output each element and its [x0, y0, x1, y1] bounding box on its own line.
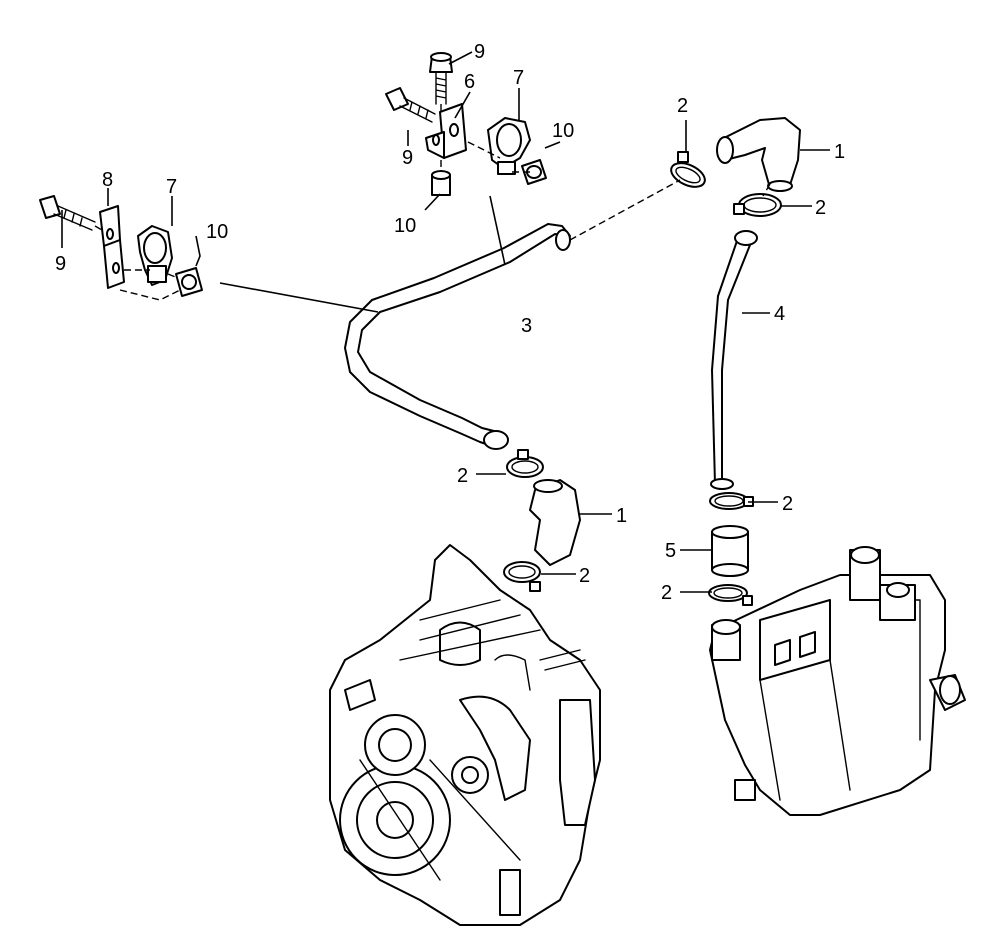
callout-clamp-lower-mid: 2 [579, 565, 590, 587]
callout-clamp-upper-right: 2 [815, 197, 826, 219]
callout-hose-center: 1 [616, 505, 627, 527]
pipe-3 [344, 223, 571, 450]
hose-1-upper [716, 117, 801, 192]
clamp-right-a [709, 492, 754, 510]
bracket-8 [99, 205, 125, 289]
leader-lines [61, 51, 830, 593]
bolt-9-top-b [385, 87, 436, 123]
callout-bracket-top: 6 [464, 71, 475, 93]
left-bracket-assembly [39, 195, 203, 301]
callout-hose-top-right: 1 [834, 141, 845, 163]
engine-block [329, 544, 601, 926]
bolt-9-top-a [429, 52, 453, 105]
callout-pipe-main: 3 [521, 315, 532, 337]
callout-pipe-vertical: 4 [774, 303, 785, 325]
sleeve-5 [711, 525, 749, 577]
nut-10-top-b [521, 159, 547, 185]
callout-bolt-top-b: 9 [402, 147, 413, 169]
bracket-6 [425, 103, 467, 159]
top-bracket-assembly [385, 52, 547, 196]
intercooler-unit [709, 546, 966, 816]
callout-bolt-top-a: 9 [474, 41, 485, 63]
clamp-upper-right [733, 193, 782, 217]
clip-7-left [137, 225, 173, 286]
clamp-right-b [708, 584, 753, 606]
callout-clamp-mid-left: 2 [457, 465, 468, 487]
callout-sleeve: 5 [665, 540, 676, 562]
callout-clamp-right-b: 2 [661, 582, 672, 604]
callout-clip-left: 7 [166, 176, 177, 198]
pipe-4 [710, 230, 758, 490]
callout-nut-left: 10 [206, 221, 228, 243]
bolt-9-left [39, 195, 96, 231]
hose-1-lower [529, 479, 581, 566]
callout-bolt-left: 9 [55, 253, 66, 275]
callout-labels: 2 1 2 3 4 2 1 2 2 5 2 9 6 7 10 9 10 8 7 … [55, 41, 845, 604]
callout-clamp-right-a: 2 [782, 493, 793, 515]
callout-nut-top-b: 10 [552, 120, 574, 142]
clamp-lower-mid [503, 561, 541, 592]
callout-bracket-left: 8 [102, 169, 113, 191]
callout-clamp-top: 2 [677, 95, 688, 117]
callout-nut-top-a: 10 [394, 215, 416, 237]
clamp-mid-left [506, 449, 544, 478]
callout-clip-top: 7 [513, 67, 524, 89]
clamp-top [670, 151, 706, 188]
hose-clamps [503, 151, 782, 606]
nut-10-left [175, 267, 203, 297]
connection-lines [569, 179, 771, 241]
clip-7-top [487, 117, 531, 175]
nut-10-top-a [431, 170, 451, 196]
